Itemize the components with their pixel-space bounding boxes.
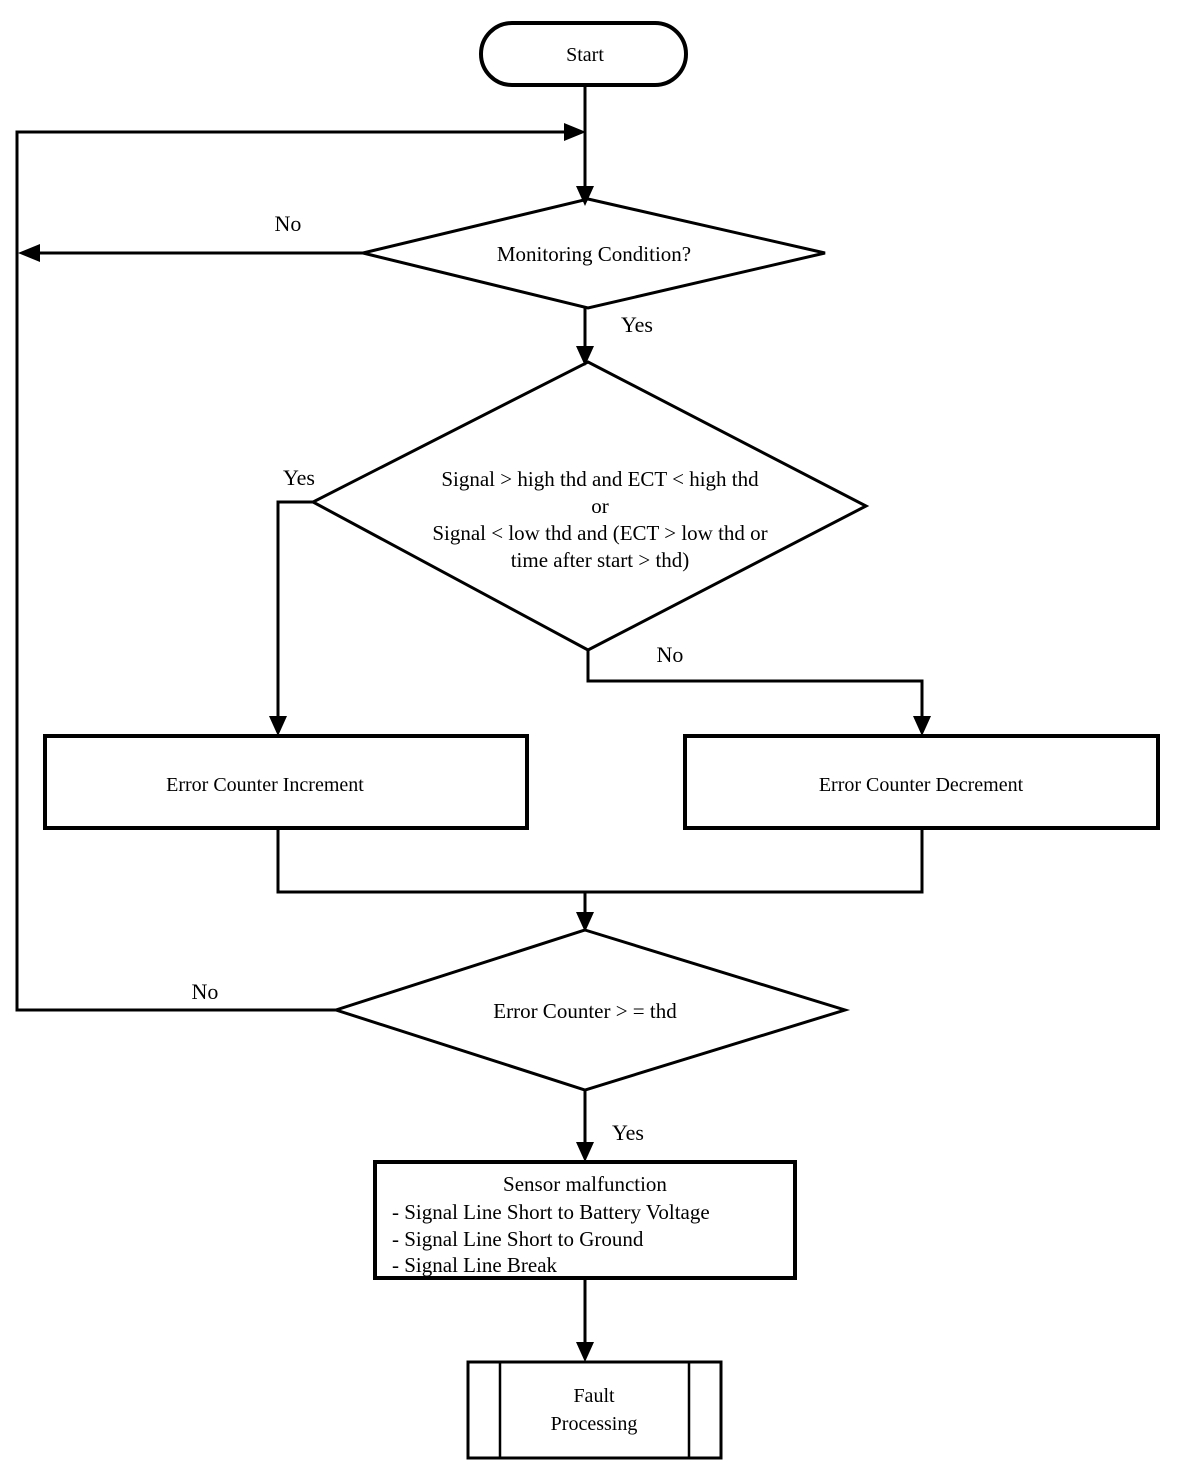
node-start[interactable]: Start: [479, 21, 688, 87]
edge-start-to-monitoring: [576, 85, 594, 206]
node-sensor-malfunction[interactable]: Sensor malfunction - Signal Line Short t…: [373, 1160, 797, 1280]
node-signal-condition-line-2: or: [591, 494, 609, 518]
node-fault-processing-line-2: Processing: [551, 1413, 638, 1435]
node-error-counter-decrement[interactable]: Error Counter Decrement: [683, 734, 1160, 830]
node-signal-condition-line-3: Signal < low thd and (ECT > low thd or: [432, 521, 767, 545]
node-fault-processing-line-1: Fault: [573, 1385, 615, 1407]
edge-counters-merge: [276, 828, 924, 932]
node-error-counter-threshold-label: Error Counter > = thd: [493, 999, 677, 1023]
node-error-counter-decrement-label: Error Counter Decrement: [819, 774, 1024, 796]
edge-threshold-no-loop: [15, 253, 336, 1012]
node-error-counter-threshold[interactable]: Error Counter > = thd: [331, 928, 851, 1092]
node-signal-condition-line-1: Signal > high thd and ECT < high thd: [441, 467, 759, 491]
node-error-counter-increment-label: Error Counter Increment: [166, 774, 364, 796]
edge-malfunction-to-fault: [576, 1278, 594, 1362]
edge-label-signal-no: No: [657, 642, 684, 667]
node-error-counter-increment[interactable]: Error Counter Increment: [43, 734, 529, 830]
edge-threshold-yes: [576, 1090, 594, 1162]
node-signal-condition[interactable]: Signal > high thd and ECT < high thd or …: [309, 360, 870, 652]
node-start-label: Start: [566, 44, 604, 66]
node-monitoring-condition-label: Monitoring Condition?: [497, 242, 691, 266]
edge-signal-no: [586, 650, 931, 736]
edge-label-monitoring-yes: Yes: [621, 312, 653, 337]
node-signal-condition-line-4: time after start > thd): [511, 548, 690, 572]
node-fault-processing[interactable]: Fault Processing: [466, 1360, 723, 1460]
node-sensor-malfunction-item-1: - Signal Line Short to Battery Voltage: [392, 1200, 710, 1224]
node-monitoring-condition[interactable]: Monitoring Condition?: [362, 197, 826, 310]
node-sensor-malfunction-heading: Sensor malfunction: [503, 1172, 667, 1196]
node-sensor-malfunction-item-2: - Signal Line Short to Ground: [392, 1227, 644, 1251]
node-sensor-malfunction-item-3: - Signal Line Break: [392, 1253, 558, 1277]
edge-monitoring-yes: [576, 308, 594, 366]
edge-signal-yes: [269, 500, 313, 736]
edge-label-threshold-no: No: [192, 979, 219, 1004]
edge-label-threshold-yes: Yes: [612, 1120, 644, 1145]
edge-monitoring-no-loop: [15, 123, 586, 262]
edge-label-signal-yes: Yes: [283, 465, 315, 490]
edge-label-monitoring-no: No: [275, 211, 302, 236]
